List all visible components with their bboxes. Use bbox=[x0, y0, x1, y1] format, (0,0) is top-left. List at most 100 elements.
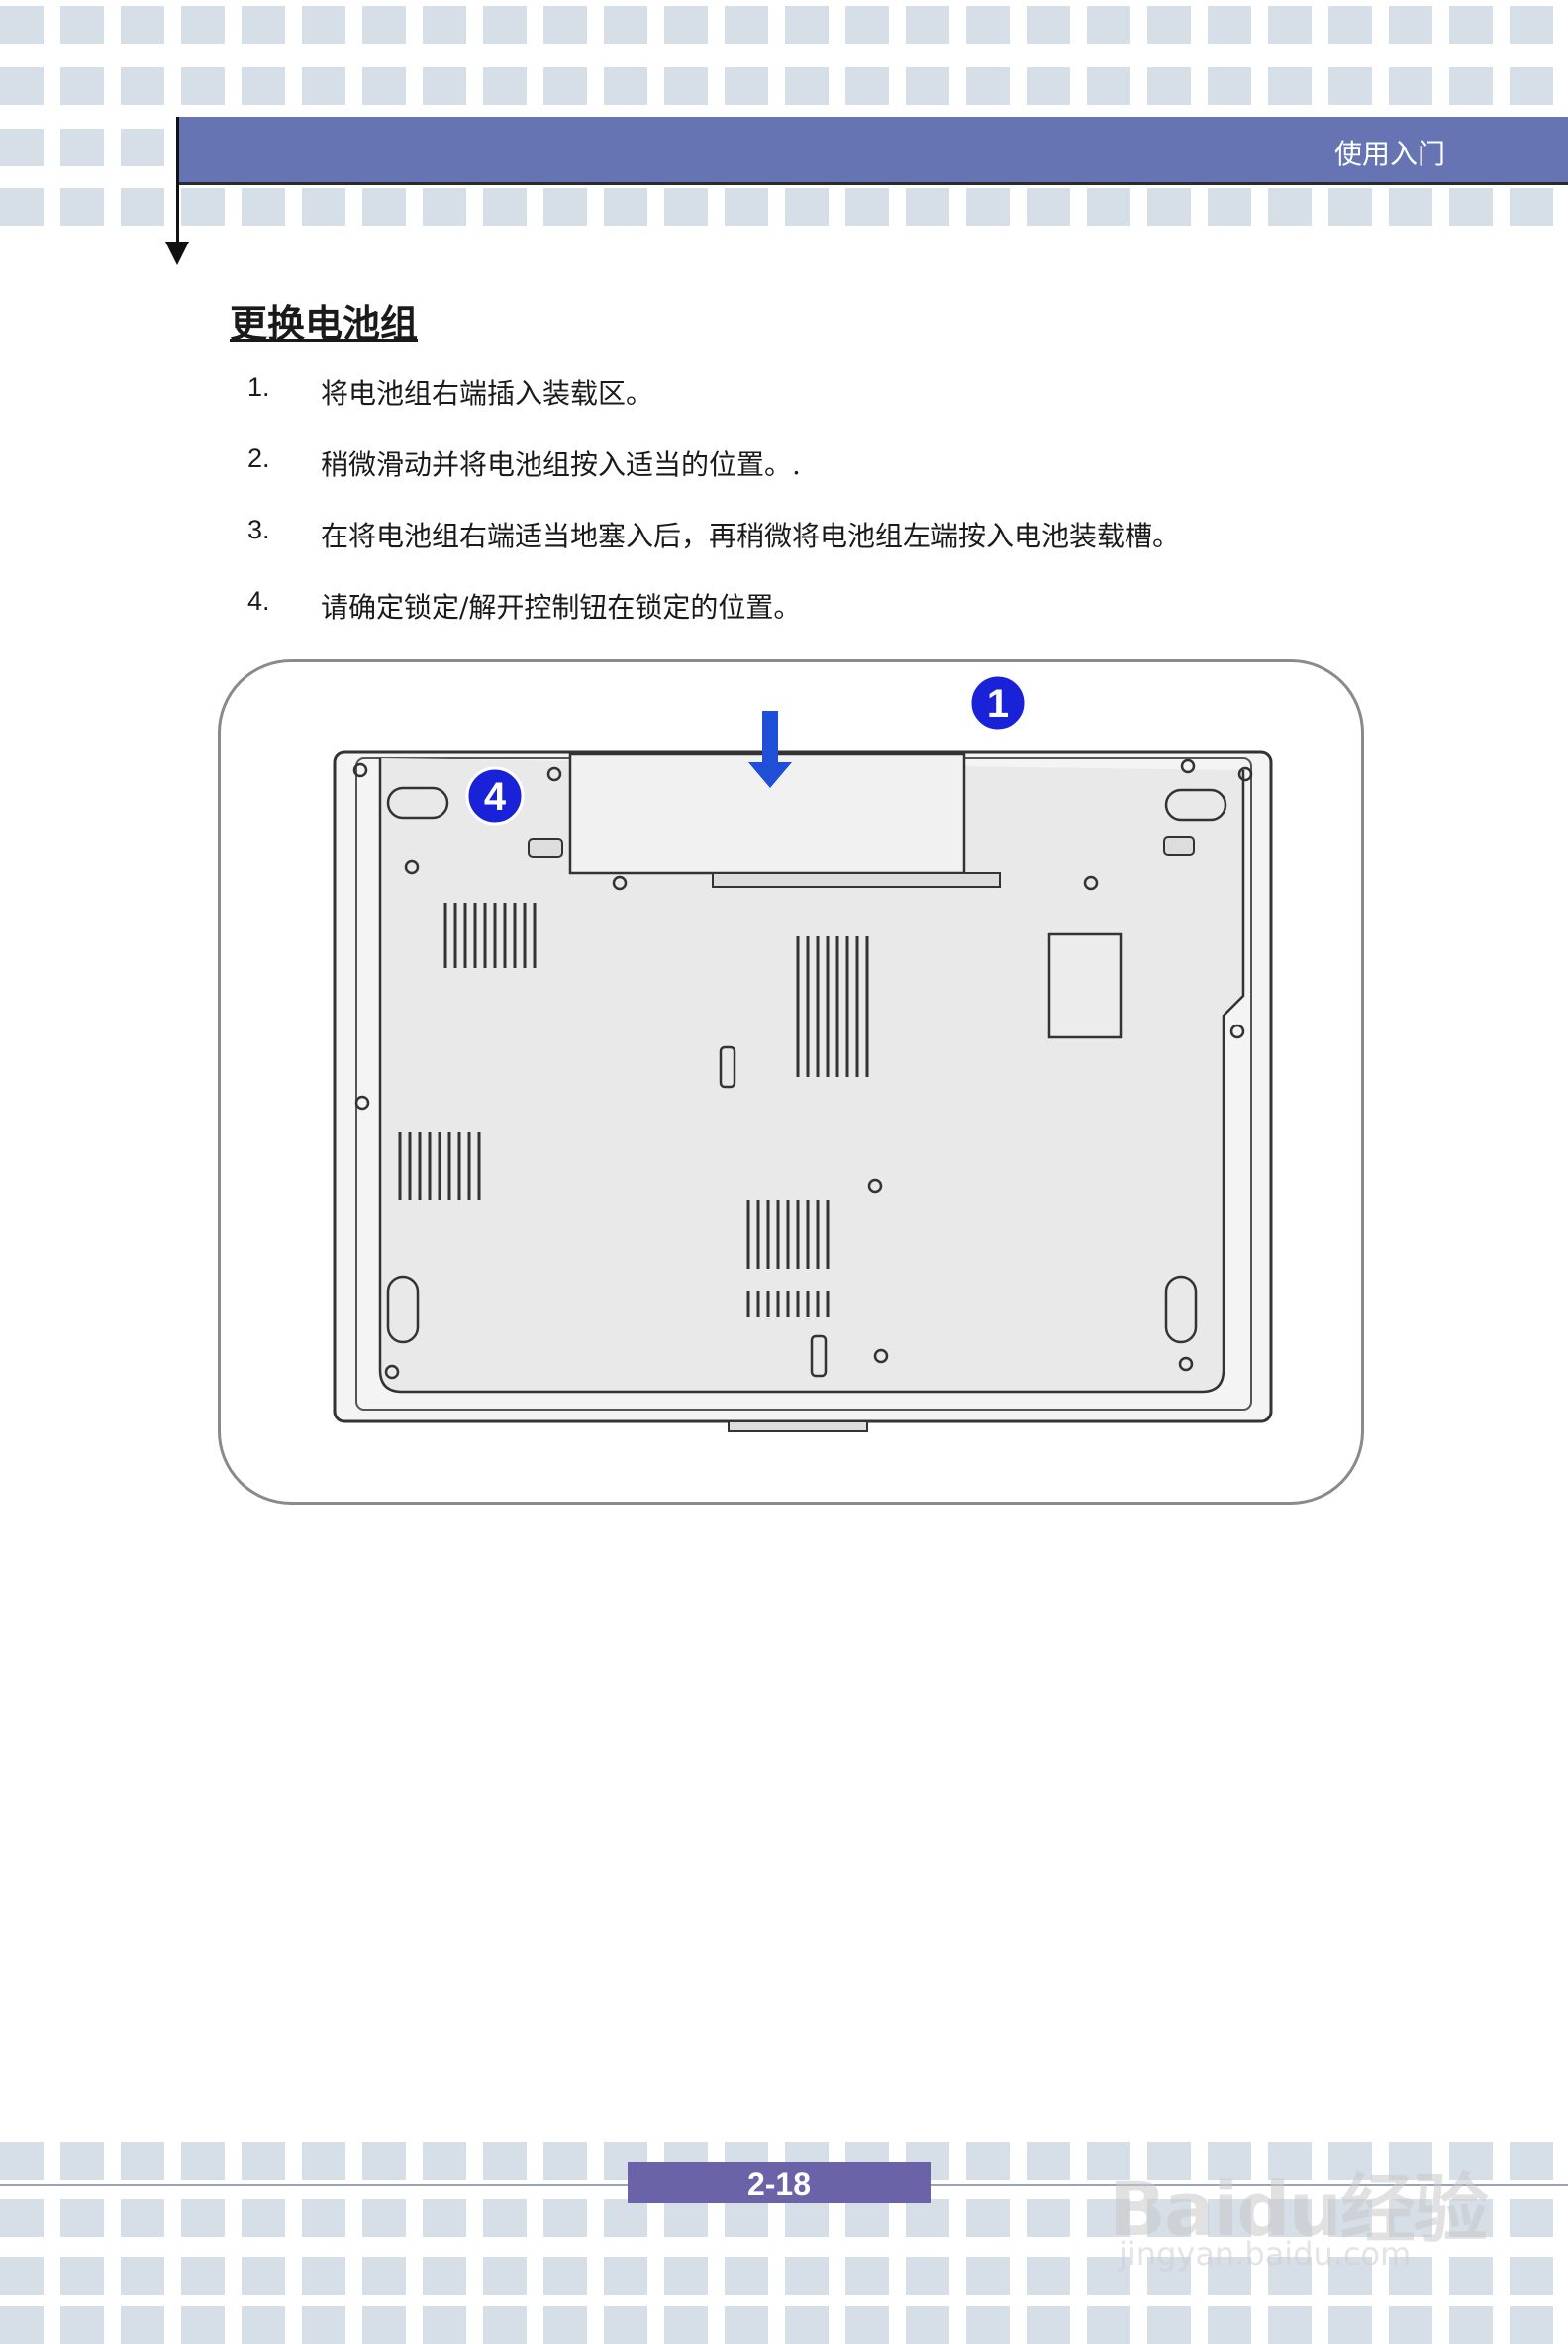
tile bbox=[1208, 67, 1251, 105]
tile bbox=[1147, 6, 1191, 44]
tile bbox=[966, 188, 1010, 226]
tile bbox=[0, 2199, 44, 2237]
tile bbox=[1510, 2142, 1553, 2180]
tile bbox=[60, 2142, 104, 2180]
tile bbox=[1328, 188, 1372, 226]
callout-1: 1 bbox=[968, 673, 1028, 732]
memory-cover bbox=[1047, 932, 1123, 1039]
header-title: 使用入门 bbox=[1333, 138, 1445, 170]
tile bbox=[121, 2199, 164, 2237]
tile bbox=[242, 2142, 285, 2180]
tile bbox=[242, 2257, 285, 2295]
tile bbox=[302, 2257, 345, 2295]
tile-row bbox=[0, 67, 1568, 107]
tile bbox=[362, 2306, 406, 2344]
release-slider bbox=[810, 1334, 828, 1378]
tile bbox=[0, 2306, 44, 2344]
tile bbox=[1208, 2142, 1251, 2180]
tile bbox=[785, 67, 829, 105]
tile bbox=[906, 2199, 949, 2237]
tile bbox=[1389, 2306, 1432, 2344]
tile bbox=[664, 2199, 708, 2237]
tile bbox=[302, 6, 345, 44]
tile bbox=[181, 6, 225, 44]
tile-row bbox=[0, 2199, 1568, 2239]
tile bbox=[664, 67, 708, 105]
bottom-panel bbox=[378, 758, 1245, 1394]
header-vertical-line bbox=[176, 117, 179, 245]
tile bbox=[1449, 2142, 1493, 2180]
watermark-logo: Baidu经验 bbox=[1109, 2165, 1489, 2253]
tile bbox=[906, 188, 949, 226]
tile bbox=[664, 2257, 708, 2295]
down-arrow-icon bbox=[165, 242, 189, 265]
front-edge-tab bbox=[728, 1420, 868, 1432]
header-tile-pattern bbox=[0, 0, 1568, 228]
tile bbox=[604, 2199, 647, 2237]
tile bbox=[483, 2257, 527, 2295]
tile bbox=[302, 188, 345, 226]
rubber-foot bbox=[386, 786, 449, 820]
page-number-badge: 2-18 bbox=[628, 2162, 931, 2203]
tile bbox=[1027, 2199, 1070, 2237]
tile bbox=[121, 129, 164, 166]
vent-grille bbox=[746, 1200, 830, 1317]
tile bbox=[302, 67, 345, 105]
tile bbox=[60, 129, 104, 166]
tile bbox=[1510, 2199, 1553, 2237]
tile bbox=[543, 6, 587, 44]
tile bbox=[1389, 2142, 1432, 2180]
tile bbox=[423, 2306, 466, 2344]
tile bbox=[543, 2142, 587, 2180]
tile bbox=[1027, 2306, 1070, 2344]
tile bbox=[785, 188, 829, 226]
tile bbox=[1268, 2306, 1312, 2344]
tile bbox=[543, 188, 587, 226]
tile bbox=[664, 188, 708, 226]
tile bbox=[725, 2306, 768, 2344]
step-number: 3. bbox=[247, 515, 270, 544]
tile bbox=[0, 2257, 44, 2295]
tile bbox=[1027, 2257, 1070, 2295]
tile bbox=[1449, 2306, 1493, 2344]
tile bbox=[543, 2257, 587, 2295]
tile bbox=[121, 2257, 164, 2295]
tile bbox=[483, 2199, 527, 2237]
tile bbox=[966, 2199, 1010, 2237]
tile bbox=[1389, 188, 1432, 226]
tile bbox=[543, 2199, 587, 2237]
tile bbox=[966, 2142, 1010, 2180]
tile bbox=[1208, 2257, 1251, 2295]
tile bbox=[0, 6, 44, 44]
tile bbox=[725, 2257, 768, 2295]
tile bbox=[725, 6, 768, 44]
header-band: 使用入门 bbox=[178, 117, 1568, 185]
tile bbox=[1087, 2306, 1130, 2344]
tile bbox=[1449, 2257, 1493, 2295]
tile bbox=[543, 2306, 587, 2344]
tile bbox=[1449, 188, 1493, 226]
tile bbox=[362, 6, 406, 44]
tile bbox=[242, 67, 285, 105]
tile bbox=[423, 2257, 466, 2295]
tile bbox=[906, 2306, 949, 2344]
tile bbox=[1389, 2199, 1432, 2237]
tile bbox=[121, 2306, 164, 2344]
list-item: 1. 将电池组右端插入装载区。 bbox=[0, 372, 1386, 416]
step-number: 1. bbox=[247, 372, 270, 402]
tile-row bbox=[0, 2142, 1568, 2182]
tile bbox=[1389, 2257, 1432, 2295]
tile-row bbox=[0, 2257, 1568, 2296]
tile bbox=[121, 6, 164, 44]
footer-tile-pattern bbox=[0, 2128, 1568, 2344]
tile bbox=[966, 67, 1010, 105]
tile bbox=[1328, 2306, 1372, 2344]
tile bbox=[1268, 2199, 1312, 2237]
vent-grille bbox=[443, 903, 537, 968]
tile bbox=[181, 188, 225, 226]
tile bbox=[845, 188, 889, 226]
tile bbox=[181, 2142, 225, 2180]
tile bbox=[483, 188, 527, 226]
tile bbox=[1087, 2257, 1130, 2295]
tile bbox=[181, 67, 225, 105]
